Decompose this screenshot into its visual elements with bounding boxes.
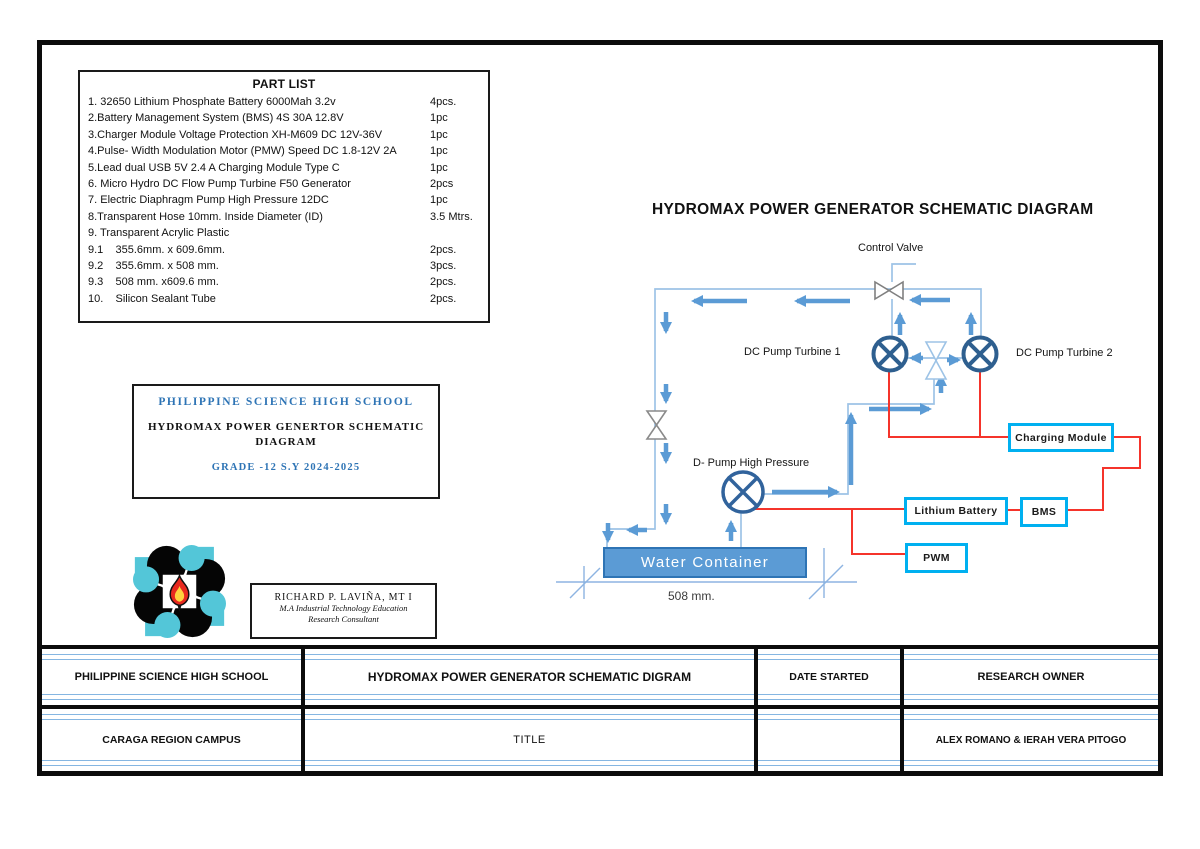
part-list-rows: 1. 32650 Lithium Phosphate Battery 6000M… — [80, 94, 488, 307]
footer-cell-school: PHILIPPINE SCIENCE HIGH SCHOOL — [42, 649, 305, 709]
footer-cell-research-owner: RESEARCH OWNER — [904, 649, 1158, 709]
control-valve-label: Control Valve — [858, 242, 924, 254]
footer-cell-campus: CARAGA REGION CAMPUS — [42, 709, 305, 771]
footer-cell-date-started: DATE STARTED — [758, 649, 904, 709]
part-qty: 1pc — [430, 128, 448, 141]
part-list-item: 4.Pulse- Width Modulation Motor (PMW) Sp… — [80, 143, 488, 159]
part-name: 3.Charger Module Voltage Protection XH-M… — [88, 128, 383, 141]
part-list-item: 1. 32650 Lithium Phosphate Battery 6000M… — [80, 94, 488, 110]
part-qty: 3pcs. — [430, 259, 457, 272]
flow-arrows — [601, 293, 978, 544]
part-qty: 1pc — [430, 194, 448, 207]
part-list-title: PART LIST — [252, 77, 316, 91]
part-name: 1. 32650 Lithium Phosphate Battery 6000M… — [88, 96, 336, 108]
consultant-box: RICHARD P. LAVIÑA, MT I M.A Industrial T… — [250, 583, 437, 639]
title-block-school: PHILIPPINE SCIENCE HIGH SCHOOL — [158, 396, 414, 408]
part-qty: 2pcs — [430, 177, 454, 190]
consultant-role: Research Consultant — [308, 614, 379, 624]
title-block-project-line1: HYDROMAX POWER GENERTOR SCHEMATIC — [147, 421, 425, 433]
part-name: 9. Transparent Acrylic Plastic — [88, 227, 230, 240]
turbine-1-label: DC Pump Turbine 1 — [744, 346, 841, 358]
d-pump-icon — [721, 470, 765, 514]
part-qty: 2pcs. — [430, 276, 457, 289]
title-block-project-line2: DIAGRAM — [255, 436, 317, 448]
part-qty: 2pcs. — [430, 292, 457, 305]
part-list-item: 9.2 355.6mm. x 508 mm. 3pcs. — [80, 258, 488, 274]
sheet-border — [37, 40, 1163, 776]
footer-cell-project: HYDROMAX POWER GENERATOR SCHEMATIC DIGRA… — [305, 649, 758, 709]
part-list-item: 6. Micro Hydro DC Flow Pump Turbine F50 … — [80, 176, 488, 192]
title-block: PHILIPPINE SCIENCE HIGH SCHOOL HYDROMAX … — [132, 384, 440, 499]
control-valve-icon — [874, 280, 904, 301]
footer-cell-title: TITLE — [305, 709, 758, 771]
part-qty: 2pcs. — [430, 243, 457, 256]
schematic-title: HYDROMAX POWER GENERATOR SCHEMATIC DIAGR… — [652, 201, 1094, 218]
part-list-box: PART LIST 1. 32650 Lithium Phosphate Bat… — [78, 70, 490, 323]
left-valve-icon — [645, 410, 668, 440]
d-pump-label: D- Pump High Pressure — [693, 457, 810, 469]
part-qty: 1pc — [430, 161, 448, 174]
dimension-lines — [556, 548, 857, 600]
middle-valve-icon — [924, 341, 948, 380]
part-qty: 4pcs. — [430, 96, 457, 108]
school-logo — [133, 545, 226, 638]
part-name: 8.Transparent Hose 10mm. Inside Diameter… — [88, 210, 323, 223]
part-qty: 1pc — [430, 145, 448, 158]
part-name: 2.Battery Management System (BMS) 4S 30A… — [88, 112, 344, 125]
part-qty: 1pc — [430, 112, 448, 125]
part-list-item: 7. Electric Diaphragm Pump High Pressure… — [80, 192, 488, 208]
part-list-item: 3.Charger Module Voltage Protection XH-M… — [80, 127, 488, 143]
part-list-item: 5.Lead dual USB 5V 2.4 A Charging Module… — [80, 160, 488, 176]
footer-cell-date-value — [758, 709, 904, 771]
part-name: 4.Pulse- Width Modulation Motor (PMW) Sp… — [88, 145, 397, 158]
part-name: 7. Electric Diaphragm Pump High Pressure… — [88, 194, 329, 207]
part-qty: 3.5 Mtrs. — [430, 210, 473, 223]
part-list-item: 9.3 508 mm. x609.6 mm. 2pcs. — [80, 274, 488, 290]
part-name: 5.Lead dual USB 5V 2.4 A Charging Module… — [88, 161, 340, 174]
lithium-battery-box: Lithium Battery — [904, 497, 1008, 525]
pwm-box: PWM — [905, 543, 968, 573]
part-name: 9.2 355.6mm. x 508 mm. — [88, 259, 219, 272]
title-block-project: HYDROMAX POWER GENERTOR SCHEMATIC DIAGRA… — [134, 420, 438, 450]
turbine-1-icon — [871, 335, 909, 373]
title-block-grade: GRADE -12 S.Y 2024-2025 — [211, 462, 361, 473]
charging-module-box: Charging Module — [1008, 423, 1114, 452]
consultant-degree: M.A Industrial Technology Education — [279, 603, 408, 613]
flame-icon — [169, 573, 190, 612]
footer-table: PHILIPPINE SCIENCE HIGH SCHOOL HYDROMAX … — [42, 645, 1158, 771]
water-container: Water Container — [603, 547, 807, 578]
turbine-2-label: DC Pump Turbine 2 — [1016, 347, 1113, 359]
dimension-label: 508 mm. — [668, 589, 715, 603]
part-list-item: 9.1 355.6mm. x 609.6mm. 2pcs. — [80, 242, 488, 258]
turbine-2-icon — [961, 335, 999, 373]
part-list-item: 10. Silicon Sealant Tube 2pcs. — [80, 291, 488, 307]
electrical-wires — [754, 371, 1141, 555]
part-list-item: 9. Transparent Acrylic Plastic — [80, 225, 488, 241]
bms-box: BMS — [1020, 497, 1068, 527]
part-list-item: 2.Battery Management System (BMS) 4S 30A… — [80, 110, 488, 126]
part-name: 6. Micro Hydro DC Flow Pump Turbine F50 … — [88, 177, 351, 190]
part-name: 9.3 508 mm. x609.6 mm. — [88, 276, 219, 289]
footer-cell-owner-names: ALEX ROMANO & IERAH VERA PITOGO — [904, 709, 1158, 771]
consultant-name: RICHARD P. LAVIÑA, MT I — [274, 592, 413, 603]
part-name: 10. Silicon Sealant Tube — [88, 292, 216, 305]
part-list-item: 8.Transparent Hose 10mm. Inside Diameter… — [80, 209, 488, 225]
part-name: 9.1 355.6mm. x 609.6mm. — [88, 243, 225, 256]
